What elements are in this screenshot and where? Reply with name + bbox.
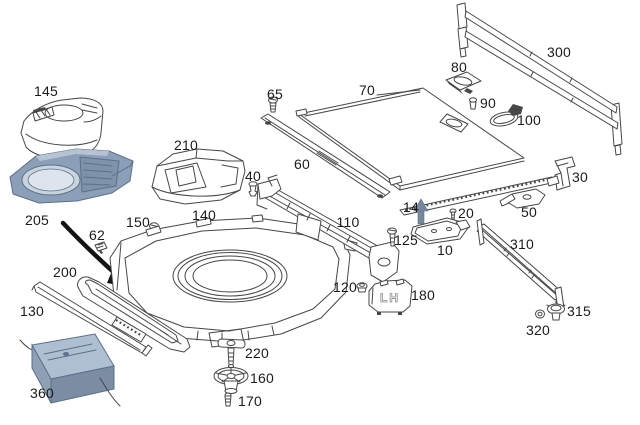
part-drawing-180-lh-block: LH: [368, 278, 413, 315]
part-drawing-315-knob: [546, 300, 566, 321]
part-drawing-65-screw: [268, 96, 278, 113]
part-drawing-205-highlighted-tray: [9, 148, 134, 204]
part-drawing-70-floor-panel: [295, 87, 525, 191]
part-drawing-80-handle: [445, 71, 482, 94]
part-drawing-62-clip: [94, 241, 108, 254]
part-drawing-125-screw: [387, 227, 397, 247]
part-drawing-110-frame: [256, 174, 400, 283]
part-drawing-40-clip: [248, 181, 258, 197]
lh-marking: LH: [380, 291, 400, 305]
part-drawing-160-retainer-disc: [213, 367, 249, 394]
part-drawing-310-rail: [476, 218, 565, 311]
part-drawing-170-screw: [224, 392, 232, 407]
part-drawing-200-bracket-rail: [77, 276, 191, 353]
part-drawing-14-direction-arrow-icon: [413, 198, 429, 225]
part-drawing-10-mounting-plate: [410, 217, 471, 245]
part-drawing-210-stowage-bin: [151, 148, 246, 205]
part-drawing-60-sill-strip: [260, 113, 391, 199]
part-drawing-220-wing-bolt: [217, 338, 246, 368]
part-drawing-30-bracket-rail: [399, 156, 576, 216]
part-drawing-100-strap-loop: [489, 104, 523, 127]
part-drawing-120-grommet: [356, 282, 368, 293]
part-drawing-320-nut: [535, 309, 545, 319]
part-drawing-90-plug: [469, 97, 477, 110]
part-drawing-50-bracket: [499, 188, 546, 209]
part-drawing-360-highlighted-box: [19, 333, 121, 407]
part-drawing-130-sill-strip: [31, 281, 153, 357]
part-drawing-300-telescopic-rail: [456, 2, 623, 156]
